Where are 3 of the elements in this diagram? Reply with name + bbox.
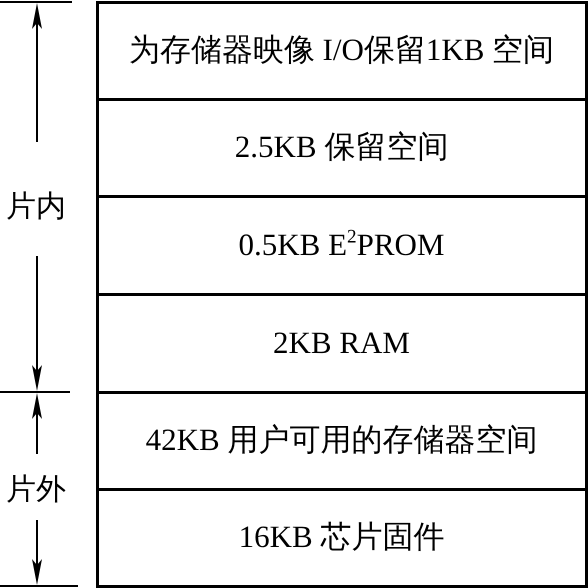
- memory-region-row: 为存储器映像 I/O保留1KB 空间: [96, 0, 588, 100]
- dimension-label: 片内: [6, 192, 66, 222]
- dimension-label: 片外: [6, 475, 66, 505]
